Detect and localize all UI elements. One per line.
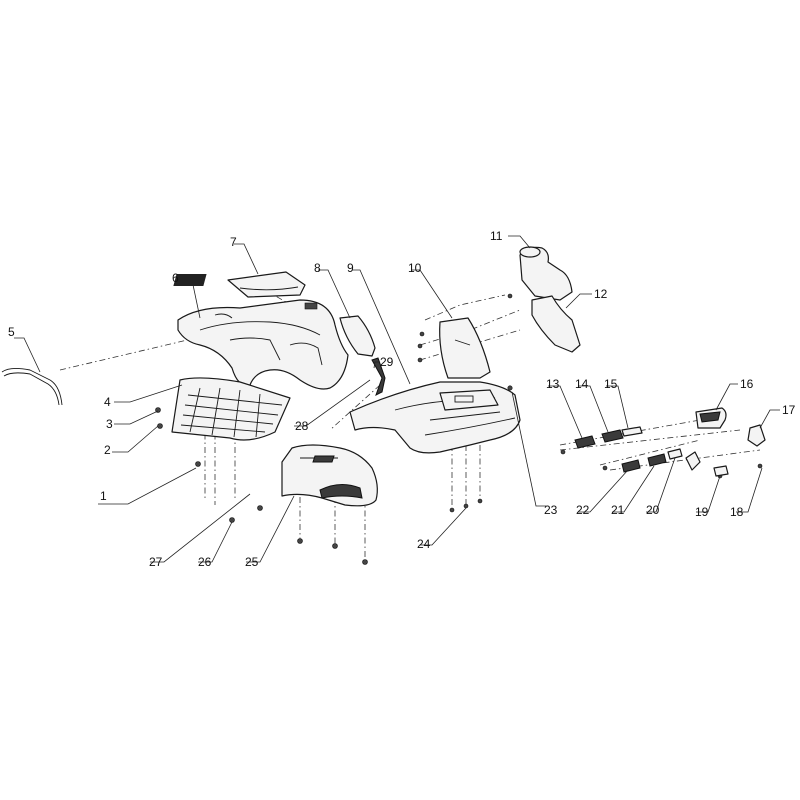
part-14-light: [601, 429, 624, 443]
part-22-light: [621, 459, 641, 473]
callout-25: 25: [245, 555, 259, 569]
callout-26: 26: [198, 555, 212, 569]
callout-23: 23: [544, 503, 558, 517]
callout-19: 19: [695, 505, 709, 519]
part-29-trim: [371, 357, 386, 397]
callout-17: 17: [782, 403, 796, 417]
part-17-bracket: [747, 424, 766, 447]
part-5-rail: [1, 367, 63, 406]
callout-24: 24: [417, 537, 431, 551]
callout-7: 7: [230, 235, 237, 249]
part-8-side-cover: [339, 315, 376, 357]
callout-12: 12: [594, 287, 608, 301]
part-9-main-body: [349, 381, 521, 454]
callout-5: 5: [8, 325, 15, 339]
callout-13: 13: [546, 377, 560, 391]
fasteners: [155, 293, 763, 565]
callout-22: 22: [576, 503, 590, 517]
part-19-clip: [713, 465, 729, 477]
callout-9: 9: [347, 261, 354, 275]
part-25-rear-fender: [281, 444, 378, 507]
part-12-dash-bracket: [531, 295, 581, 353]
part-10-cover-panel: [439, 317, 491, 379]
part-4-floorboard: [171, 377, 291, 441]
part-20-lens: [667, 448, 683, 460]
callout-labels: 1 2 3 4 5 6 7 8 9 10 11 12 13 14 15 16 1…: [8, 229, 796, 569]
callout-4: 4: [104, 395, 111, 409]
callout-10: 10: [408, 261, 422, 275]
part-13-light: [574, 435, 596, 449]
callout-16: 16: [740, 377, 754, 391]
part-21-light: [647, 453, 667, 467]
callout-27: 27: [149, 555, 163, 569]
part-15-lens: [621, 426, 643, 437]
callout-21: 21: [611, 503, 625, 517]
callout-1: 1: [100, 489, 107, 503]
part-6-front-shell: [177, 299, 349, 390]
callout-6: 6: [172, 271, 179, 285]
callout-29: 29: [380, 355, 394, 369]
callout-3: 3: [106, 417, 113, 431]
callout-11: 11: [490, 229, 503, 243]
callout-18: 18: [730, 505, 744, 519]
callout-2: 2: [104, 443, 111, 457]
callout-8: 8: [314, 261, 321, 275]
part-11-column-head: [519, 246, 573, 301]
leader-lines: [14, 235, 780, 563]
part-7-top-grille: [173, 271, 306, 298]
callout-15: 15: [604, 377, 618, 391]
right-light-group: [574, 407, 766, 477]
callout-28: 28: [295, 419, 309, 433]
callout-14: 14: [575, 377, 589, 391]
callout-20: 20: [646, 503, 660, 517]
